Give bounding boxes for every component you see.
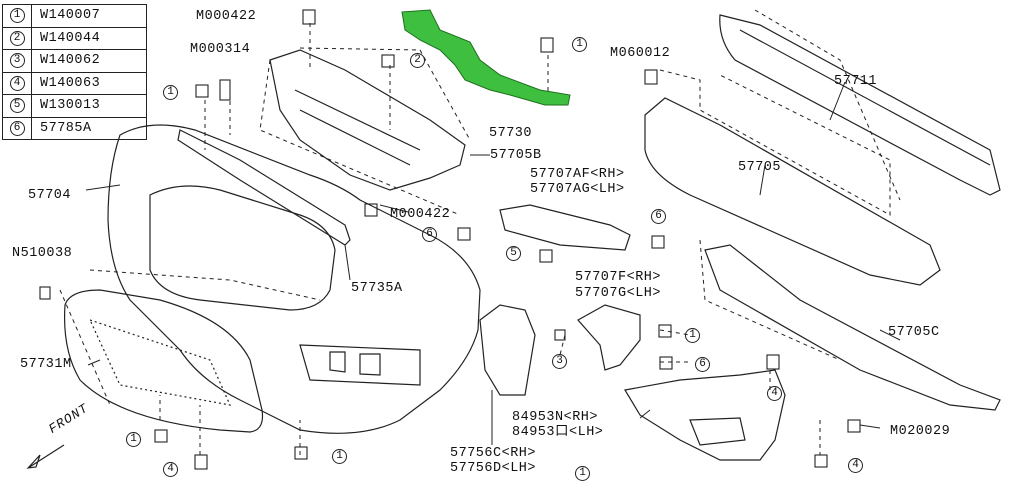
legend-row: 1 W140007 bbox=[3, 5, 146, 28]
label-84953o: 84953口<LH> bbox=[512, 425, 604, 440]
callout-4: 4 bbox=[163, 462, 178, 477]
beam-57711 bbox=[719, 14, 1001, 196]
bumper-face-57704 bbox=[107, 124, 481, 434]
side-panel-57756c bbox=[479, 304, 536, 396]
label-57735a: 57735A bbox=[351, 281, 403, 296]
label-m020029: M020029 bbox=[890, 424, 951, 439]
label-57730: 57730 bbox=[489, 126, 533, 141]
label-m000422-top: M000422 bbox=[196, 9, 257, 24]
legend-code: W130013 bbox=[40, 98, 101, 114]
callout-number: 1 bbox=[9, 8, 25, 24]
callout-3: 3 bbox=[552, 354, 567, 369]
label-57704: 57704 bbox=[28, 188, 72, 203]
callout-4: 4 bbox=[767, 386, 782, 401]
lower-grille-57731m bbox=[63, 289, 264, 433]
legend-row: 5 W130013 bbox=[3, 95, 146, 118]
callout-number: 2 bbox=[9, 30, 25, 46]
callout-2: 2 bbox=[410, 53, 425, 68]
legend-row: 6 57785A bbox=[3, 117, 146, 139]
callout-4: 4 bbox=[848, 458, 863, 473]
callout-1: 1 bbox=[332, 449, 347, 464]
upper-panel-57705b bbox=[269, 49, 466, 191]
legend-row: 3 W140062 bbox=[3, 50, 146, 73]
callout-6: 6 bbox=[422, 227, 437, 242]
callout-1: 1 bbox=[685, 328, 700, 343]
legend-code: 57785A bbox=[40, 120, 92, 136]
callout-number: 5 bbox=[9, 98, 25, 114]
parts-legend-table: 1 W140007 2 W140044 3 W140062 4 W140063 5 W13… bbox=[2, 4, 147, 140]
callout-5: 5 bbox=[506, 246, 521, 261]
callout-number: 4 bbox=[9, 75, 25, 91]
label-n510038: N510038 bbox=[12, 246, 73, 261]
absorber-57705c bbox=[704, 244, 1001, 411]
label-57756d: 57756D<LH> bbox=[450, 461, 537, 476]
label-57707af: 57707AF<RH> bbox=[530, 167, 625, 182]
legend-row: 4 W140063 bbox=[3, 72, 146, 95]
fog-cover-84953n bbox=[624, 369, 786, 461]
absorber-57705 bbox=[644, 97, 941, 286]
legend-code: W140044 bbox=[40, 30, 101, 46]
label-57707g: 57707G<LH> bbox=[575, 286, 662, 301]
label-57705b: 57705B bbox=[490, 148, 542, 163]
legend-row: 2 W140044 bbox=[3, 27, 146, 50]
bracket-57707af bbox=[499, 204, 631, 251]
label-57705: 57705 bbox=[738, 160, 782, 175]
label-m000314: M000314 bbox=[190, 42, 251, 57]
callout-1: 1 bbox=[126, 432, 141, 447]
label-84953n: 84953N<RH> bbox=[512, 410, 599, 425]
callout-6: 6 bbox=[695, 357, 710, 372]
callout-6: 6 bbox=[651, 209, 666, 224]
highlighted-part-57730 bbox=[401, 9, 571, 106]
bracket-57707f bbox=[577, 304, 641, 371]
callout-number: 3 bbox=[9, 53, 25, 69]
label-57756c: 57756C<RH> bbox=[450, 446, 537, 461]
callout-1: 1 bbox=[572, 37, 587, 52]
label-m000422-mid: M000422 bbox=[390, 207, 451, 222]
strip-57735a bbox=[177, 129, 351, 246]
label-57707f: 57707F<RH> bbox=[575, 270, 662, 285]
label-57705c: 57705C bbox=[888, 325, 940, 340]
label-m060012: M060012 bbox=[610, 46, 671, 61]
legend-code: W140062 bbox=[40, 53, 101, 69]
callout-number: 6 bbox=[9, 120, 25, 136]
label-57707ag: 57707AG<LH> bbox=[530, 182, 625, 197]
legend-code: W140007 bbox=[40, 8, 101, 24]
legend-code: W140063 bbox=[40, 75, 101, 91]
label-57711: 57711 bbox=[834, 74, 878, 89]
label-57731m: 57731M bbox=[20, 357, 72, 372]
callout-1: 1 bbox=[575, 466, 590, 481]
callout-1: 1 bbox=[163, 85, 178, 100]
